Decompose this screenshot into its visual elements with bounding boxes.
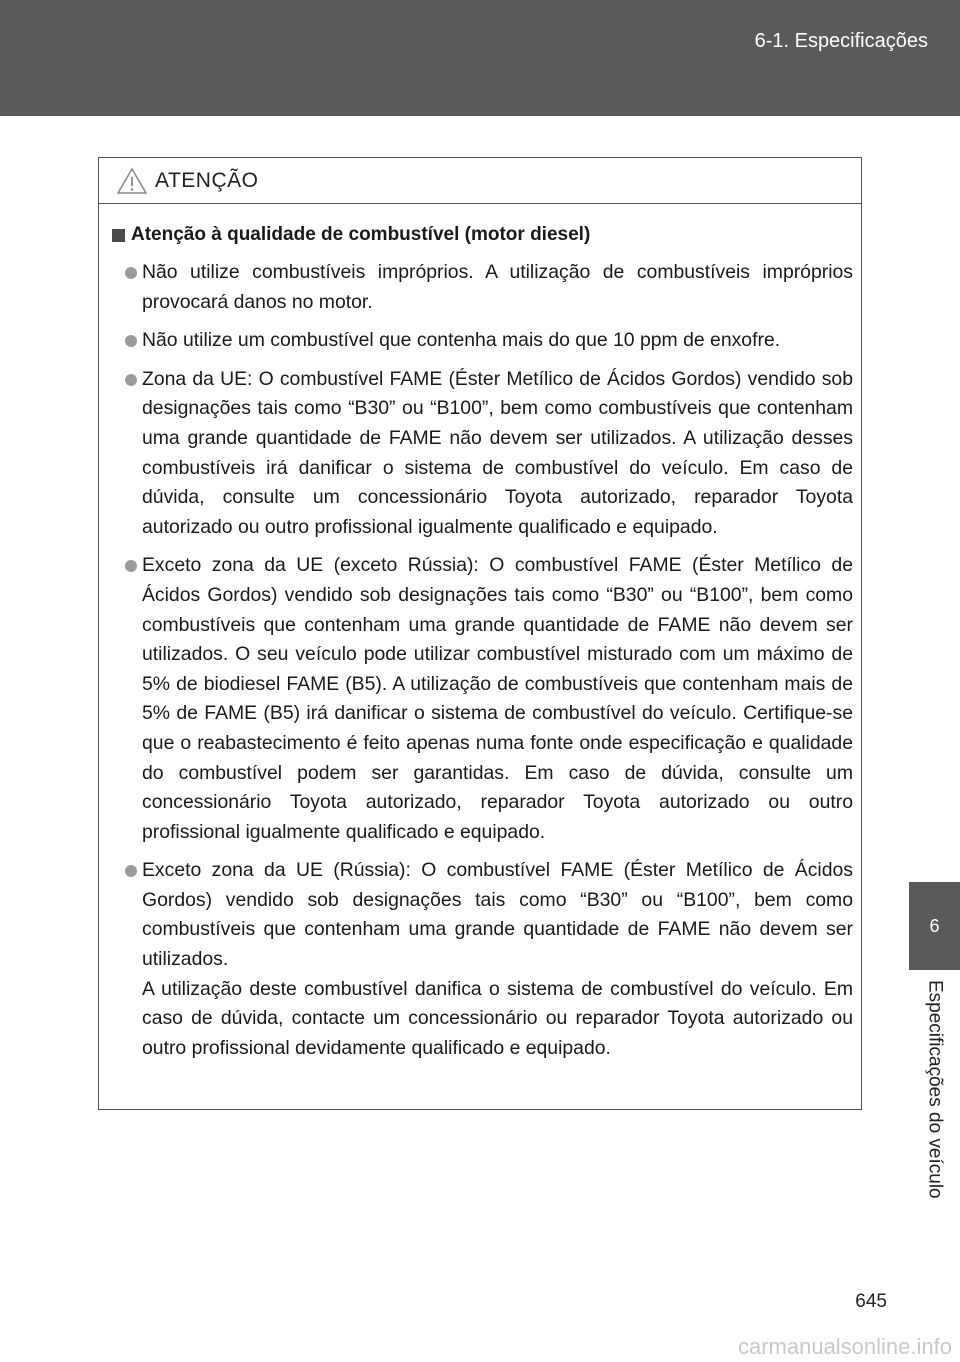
bullet-text: Não utilize um combustível que contenha … — [142, 329, 781, 352]
bullet-item: Não utilize um combustível que contenha … — [112, 326, 853, 356]
bullet-text: Zona da UE: O combustível FAME (Éster Me… — [142, 367, 853, 538]
bullet-dot-icon — [125, 335, 137, 348]
heading-square-icon — [112, 228, 125, 242]
chapter-tab-label: Especificações do veículo — [909, 970, 960, 1270]
bullet-dot-icon — [125, 373, 137, 386]
bullet-text: Não utilize combustíveis impróprios. A u… — [142, 261, 853, 313]
bullet-dot-icon — [125, 267, 137, 279]
bullet-item: Não utilize combustíveis impróprios. A u… — [112, 258, 853, 317]
bullet-text: Exceto zona da UE (exceto Rússia): O com… — [142, 554, 853, 843]
bullet-item: Exceto zona da UE (exceto Rússia): O com… — [112, 551, 853, 847]
warning-box: ATENÇÃO Atenção à qualidade de combustív… — [98, 157, 862, 1110]
chapter-tab-number[interactable]: 6 — [909, 882, 960, 970]
bullet-dot-icon — [125, 560, 137, 573]
bullet-item: Exceto zona da UE (Rússia): O combustíve… — [112, 856, 853, 1063]
bullet-text-continued: A utilização deste combustível danifica … — [142, 977, 853, 1059]
warning-triangle-icon — [116, 167, 148, 194]
bullet-dot-icon — [125, 865, 137, 878]
bullet-text: Exceto zona da UE (Rússia): O combustíve… — [142, 859, 853, 971]
section-heading-text: Atenção à qualidade de combustível (moto… — [131, 224, 591, 245]
chapter-tab-label-text: Especificações do veículo — [924, 980, 946, 1199]
watermark: carmanualsonline.info — [737, 1334, 952, 1359]
warning-header: ATENÇÃO — [99, 158, 861, 204]
page-number: 645 — [855, 1291, 887, 1312]
bullet-item: Zona da UE: O combustível FAME (Éster Me… — [112, 365, 853, 543]
section-heading: Atenção à qualidade de combustível (moto… — [112, 220, 853, 250]
warning-body: Atenção à qualidade de combustível (moto… — [99, 204, 861, 1063]
warning-title: ATENÇÃO — [155, 169, 259, 192]
header-bar: 6-1. Especificações — [0, 0, 960, 116]
section-title: 6-1. Especificações — [754, 30, 928, 52]
